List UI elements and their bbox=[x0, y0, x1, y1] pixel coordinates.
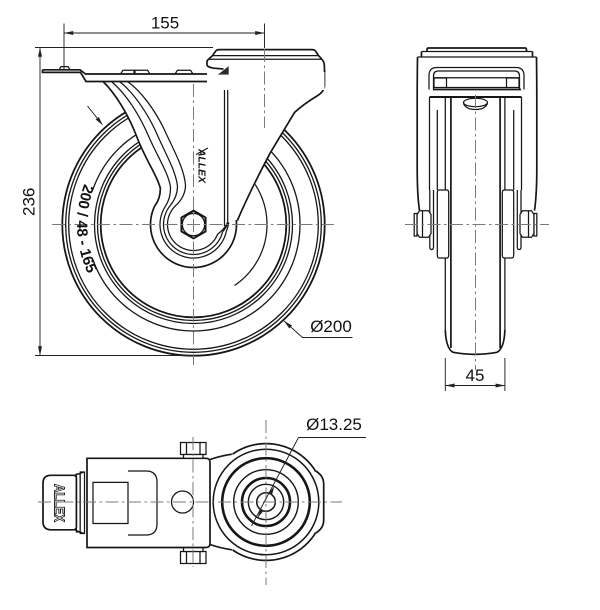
svg-text:155: 155 bbox=[151, 14, 179, 33]
svg-text:236: 236 bbox=[20, 188, 39, 216]
svg-text:Ø200: Ø200 bbox=[310, 317, 352, 336]
svg-text:ALLEX: ALLEX bbox=[51, 484, 68, 522]
svg-text:45: 45 bbox=[466, 366, 485, 385]
svg-text:Ø13.25: Ø13.25 bbox=[306, 415, 362, 434]
svg-text:ALLEX: ALLEX bbox=[196, 148, 208, 184]
